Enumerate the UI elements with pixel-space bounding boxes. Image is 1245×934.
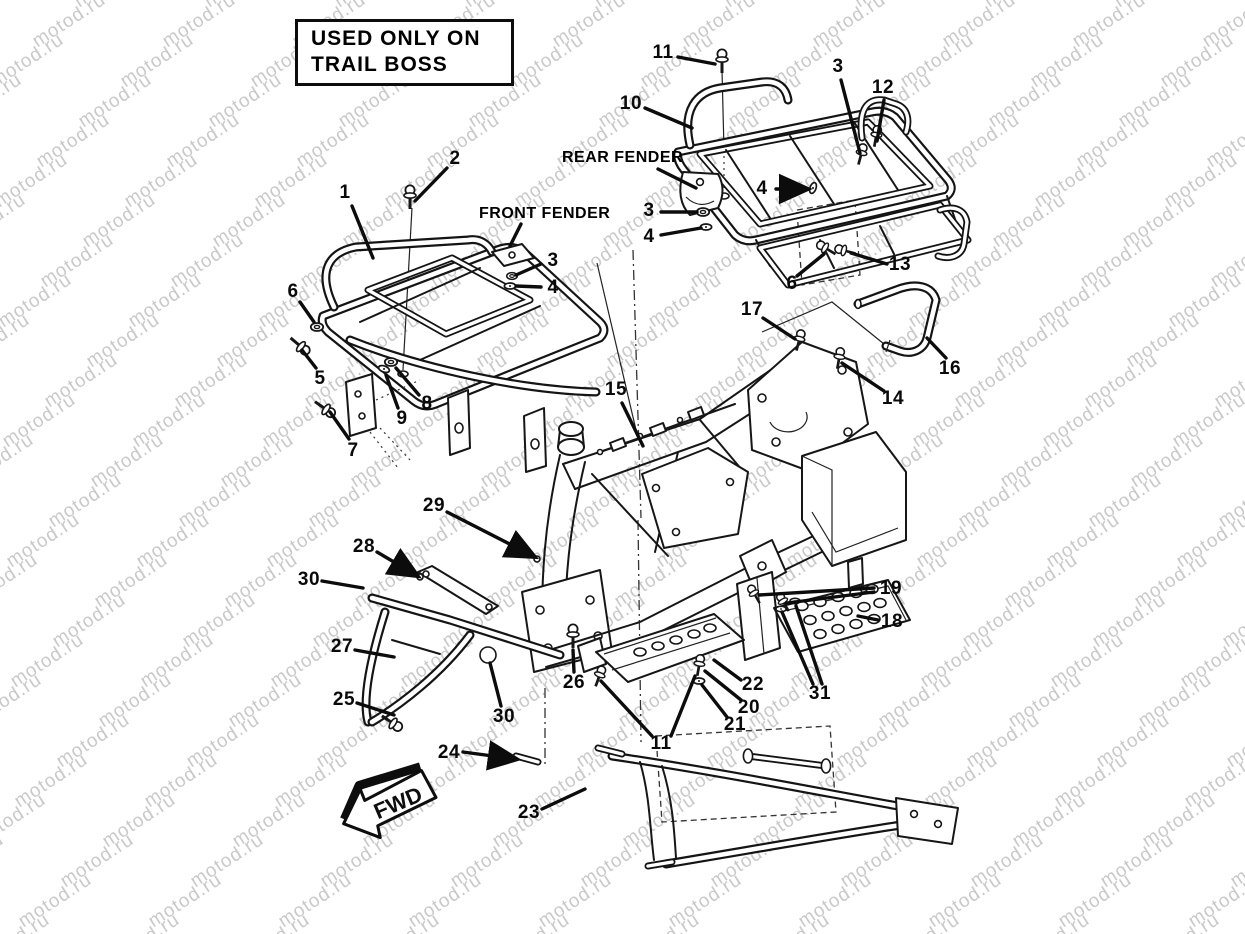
note-box: USED ONLY ON TRAIL BOSS (295, 19, 514, 86)
note-box-line2: TRAIL BOSS (311, 53, 448, 76)
callout-30: 30 (492, 706, 516, 727)
rear-fender-label: REAR FENDER (562, 149, 684, 166)
callout-4: 4 (643, 226, 655, 247)
a-arm-drawing (512, 744, 959, 870)
callout-2: 2 (449, 148, 461, 169)
callout-14: 14 (881, 388, 905, 409)
callout-6: 6 (287, 281, 299, 302)
callout-30: 30 (297, 569, 321, 590)
main-frame-drawing (521, 341, 907, 673)
rear-rack-drawing (673, 77, 972, 289)
callout-15: 15 (604, 379, 628, 400)
callout-13: 13 (888, 254, 912, 275)
callout-11: 11 (652, 42, 674, 63)
callout-21: 21 (723, 714, 747, 735)
callout-31: 31 (808, 683, 832, 704)
leader-lines (298, 55, 948, 811)
front-rack-drawing (317, 235, 609, 473)
callout-10: 10 (619, 93, 643, 114)
callout-25: 25 (332, 689, 356, 710)
callout-8: 8 (421, 393, 433, 414)
callout-24: 24 (437, 742, 461, 763)
callout-27: 27 (330, 636, 354, 657)
grab-bar-drawing (853, 281, 941, 357)
callout-1: 1 (339, 182, 351, 203)
callout-29: 29 (422, 495, 446, 516)
callout-23: 23 (517, 802, 541, 823)
callout-28: 28 (352, 536, 376, 557)
callout-12: 12 (871, 77, 895, 98)
callout-26: 26 (562, 672, 586, 693)
skid-plate-drawing (577, 613, 745, 683)
callout-3: 3 (832, 56, 844, 77)
callout-17: 17 (740, 299, 764, 320)
callout-5: 5 (314, 368, 326, 389)
callout-9: 9 (396, 408, 408, 429)
front-fender-label: FRONT FENDER (479, 205, 611, 222)
callout-16: 16 (938, 358, 962, 379)
front-bumper-drawing (361, 565, 565, 727)
callout-18: 18 (880, 611, 904, 632)
callout-19: 19 (879, 578, 903, 599)
callout-11: 11 (650, 733, 672, 754)
fwd-arrow: FWD (340, 762, 438, 840)
callout-7: 7 (347, 440, 359, 461)
callout-6: 6 (786, 273, 798, 294)
callout-22: 22 (741, 674, 765, 695)
note-box-line1: USED ONLY ON (311, 27, 481, 50)
callout-3: 3 (643, 200, 655, 221)
callout-4: 4 (756, 178, 768, 199)
callout-3: 3 (547, 250, 559, 271)
callout-4: 4 (547, 277, 559, 298)
callout-20: 20 (737, 697, 761, 718)
